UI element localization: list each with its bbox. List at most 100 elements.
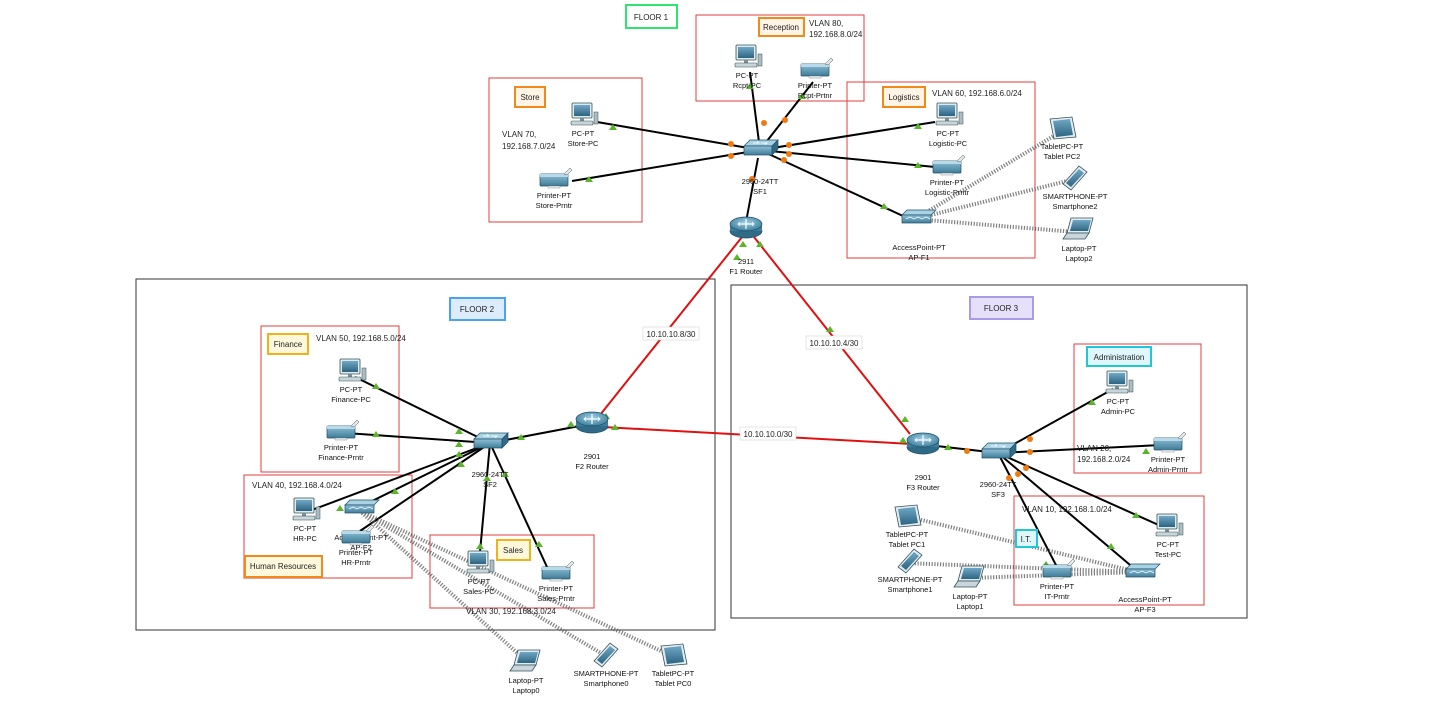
- store-vlan-line1: VLAN 70,: [502, 130, 536, 139]
- department-logistics: [846, 81, 1036, 259]
- device-type-label: Printer-PT: [930, 178, 965, 187]
- device-type-label: TabletPC-PT: [1041, 142, 1084, 151]
- smartphone-icon: [593, 642, 619, 668]
- access-point-icon: [344, 499, 380, 514]
- hr-label: Human Resources: [244, 555, 323, 578]
- device-type-label: Printer-PT: [1040, 582, 1075, 591]
- device-name-label: SF2: [483, 480, 497, 489]
- device-type-label: PC-PT: [468, 577, 491, 586]
- device-name-label: Rcpt-PC: [733, 81, 762, 90]
- printer-icon: [800, 57, 834, 79]
- sales-label: Sales: [496, 539, 531, 561]
- floor3-label: FLOOR 3: [969, 296, 1034, 320]
- printer-icon: [326, 419, 360, 441]
- tablet-icon: [660, 643, 688, 667]
- link-label-f2-f3: 10.10.10.0/30: [739, 426, 797, 441]
- laptop-icon: [1062, 217, 1094, 240]
- device-name-label: Finance-PC: [331, 395, 371, 404]
- department-store: [488, 77, 643, 223]
- svg-text:FLOOR 3: FLOOR 3: [984, 304, 1019, 313]
- device-name-label: Admin-Prntr: [1148, 465, 1189, 474]
- svg-text:10.10.10.0/30: 10.10.10.0/30: [744, 430, 793, 439]
- printer-icon: [1042, 558, 1076, 580]
- device-name-label: Smartphone0: [583, 679, 628, 688]
- laptop-icon: [509, 649, 541, 672]
- svg-text:Reception: Reception: [763, 23, 799, 32]
- device-name-label: Sales-Prntr: [537, 594, 575, 603]
- laptop-icon: [953, 565, 985, 588]
- svg-text:10.10.10.8/30: 10.10.10.8/30: [647, 330, 696, 339]
- device-type-label: Laptop-PT: [1061, 244, 1096, 253]
- device-type-label: SMARTPHONE-PT: [574, 669, 639, 678]
- hr-vlan: VLAN 40, 192.168.4.0/24: [252, 481, 342, 490]
- device-type-label: Printer-PT: [537, 191, 572, 200]
- store-label: Store: [514, 86, 546, 108]
- svg-text:10.10.10.4/30: 10.10.10.4/30: [810, 339, 859, 348]
- router-icon: [729, 216, 763, 239]
- pc-icon: [570, 102, 599, 126]
- router-icon: [906, 432, 940, 455]
- sales-vlan: VLAN 30, 192.168.3.0/24: [466, 607, 556, 616]
- device-name-label: Tablet PC1: [889, 540, 926, 549]
- device-name-label: Finance-Prntr: [318, 453, 364, 462]
- smartphone-icon: [1062, 165, 1088, 191]
- admin-vlan-line2: 192.168.2.0/24: [1077, 455, 1131, 464]
- device-type-label: TabletPC-PT: [652, 669, 695, 678]
- printer-icon: [1153, 431, 1187, 453]
- device-name-label: Admin-PC: [1101, 407, 1136, 416]
- tablet-icon: [1049, 116, 1077, 140]
- floor3-area: [730, 284, 1248, 619]
- device-type-label: 2960-24TT: [742, 177, 779, 186]
- device-type-label: PC-PT: [1157, 540, 1180, 549]
- switch-icon: [981, 442, 1017, 459]
- svg-text:FLOOR 2: FLOOR 2: [460, 305, 495, 314]
- svg-text:I.T.: I.T.: [1021, 535, 1032, 544]
- device-name-label: SF1: [753, 187, 767, 196]
- pc-icon: [292, 497, 321, 521]
- device-type-label: TabletPC-PT: [886, 530, 929, 539]
- switch-icon: [473, 432, 509, 449]
- router-icon: [575, 411, 609, 434]
- svg-text:Finance: Finance: [274, 340, 303, 349]
- device-type-label: Laptop-PT: [508, 676, 543, 685]
- device-name-label: F1 Router: [729, 267, 763, 276]
- floor1-label: FLOOR 1: [625, 4, 678, 29]
- it-label: I.T.: [1015, 529, 1038, 548]
- svg-text:Sales: Sales: [503, 546, 523, 555]
